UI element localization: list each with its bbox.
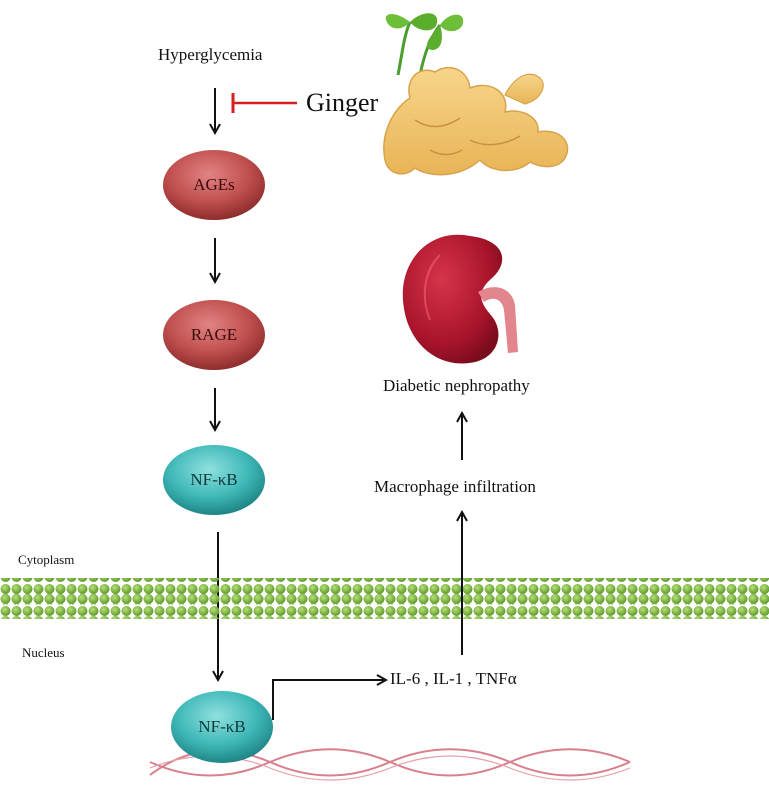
ages-node [163,150,265,220]
nucleus-label: Nucleus [22,645,65,660]
macrophage-label: Macrophage infiltration [374,477,536,496]
cytoplasm-label: Cytoplasm [18,552,75,567]
ages-label: AGEs [193,175,235,194]
nfkb-cytoplasm-node [163,445,265,515]
rage-label: RAGE [190,325,238,344]
ginger-label: Ginger [306,88,379,117]
nfkb-nucleus-node [171,691,273,763]
cytokines-label: IL-6 , IL-1 , TNFα [390,669,517,688]
inhibition-symbol [231,93,297,113]
rage-node [163,300,265,370]
arrow-nfkb-to-cytokines [272,680,386,720]
hyperglycemia-label: Hyperglycemia [158,45,263,64]
kidney-icon [402,234,518,364]
nfkb-cytoplasm-label: NF-κB [190,470,238,489]
nfkb-nucleus-label: NF-κB [198,717,246,736]
ginger-root-icon [383,13,569,176]
cell-membrane [0,578,769,619]
nephropathy-label: Diabetic nephropathy [383,376,530,395]
